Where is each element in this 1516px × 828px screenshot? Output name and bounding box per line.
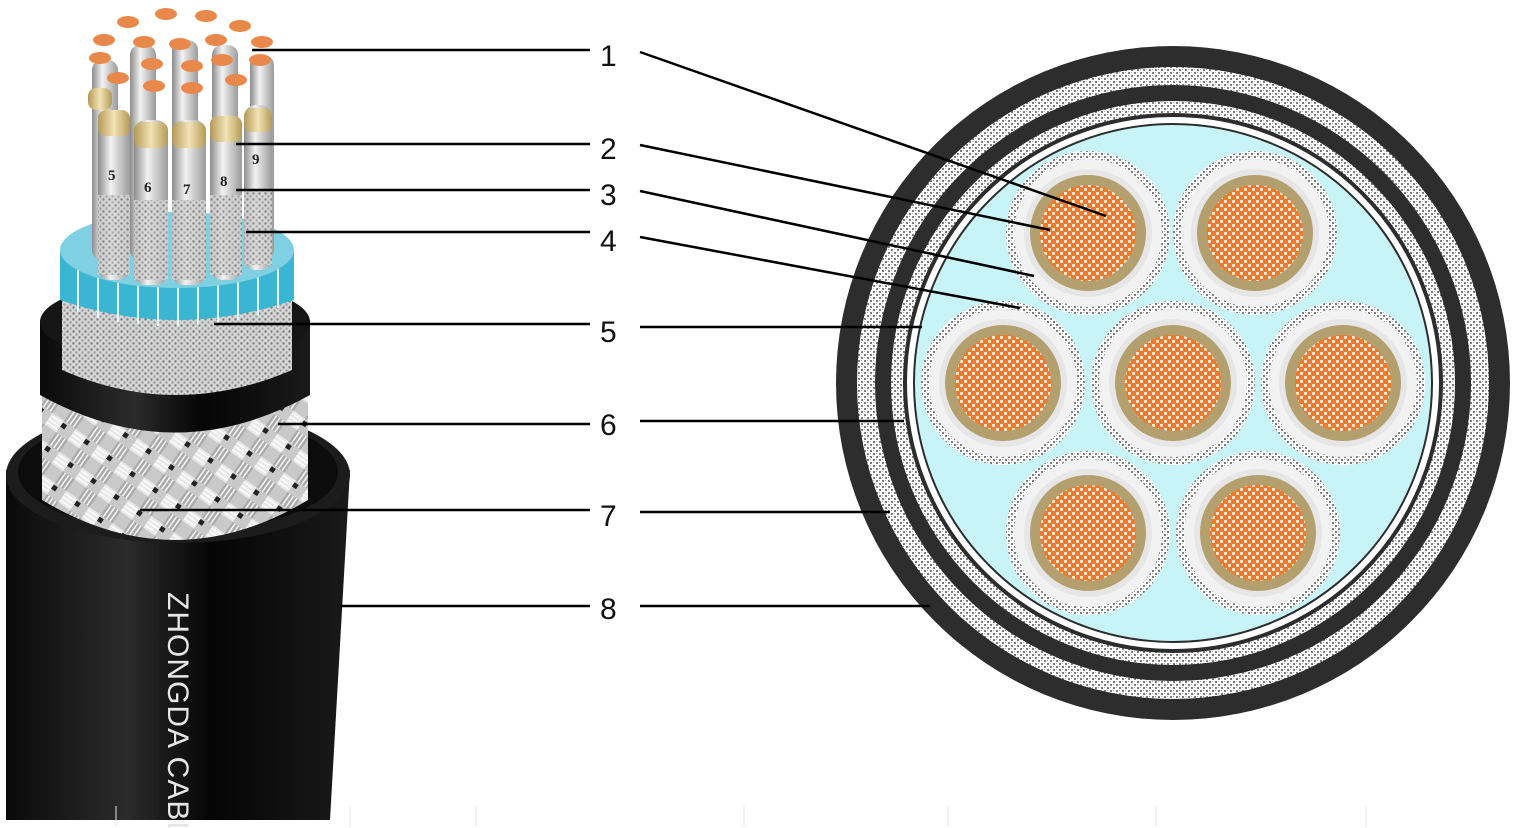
callout-number-5: 5 — [600, 316, 617, 349]
core-number-5: 5 — [108, 168, 116, 184]
cable-3d-view: 5 6 7 8 9 ZHONGDA CABLE — [6, 8, 350, 828]
core-number-8: 8 — [220, 174, 228, 190]
leader-right-2 — [639, 143, 1051, 232]
core-screens-3d — [98, 190, 272, 280]
core-number-6: 6 — [144, 180, 152, 196]
core-5 — [1261, 301, 1425, 465]
callout-number-8: 8 — [600, 593, 617, 626]
callout-numbers: 1 2 3 4 5 6 7 8 — [600, 40, 617, 626]
leader-right-1 — [639, 50, 1107, 218]
core-conductor — [1125, 335, 1221, 431]
leader-right-3 — [639, 189, 1035, 278]
core-conductor — [955, 335, 1051, 431]
bottom-rule — [115, 806, 1367, 826]
core-numbers: 5 6 7 8 9 — [108, 152, 260, 198]
leader-lines — [140, 48, 1107, 608]
callout-number-3: 3 — [600, 179, 617, 212]
callout-number-1: 1 — [600, 40, 617, 73]
cable-cross-section — [836, 46, 1510, 720]
brand-print: ZHONGDA CABLE — [161, 592, 194, 828]
conductor-tips-3d — [89, 8, 273, 94]
callout-number-4: 4 — [600, 225, 617, 258]
callout-number-2: 2 — [600, 133, 617, 166]
core-2 — [1173, 151, 1337, 315]
callout-number-6: 6 — [600, 409, 617, 442]
core-4 — [1091, 301, 1255, 465]
core-bundle-3d: 5 6 7 8 9 — [88, 8, 274, 285]
callout-number-7: 7 — [600, 500, 617, 533]
core-number-9: 9 — [252, 152, 260, 168]
core-conductor — [1040, 485, 1136, 581]
leader-right-4 — [639, 235, 1021, 310]
core-3 — [921, 301, 1085, 465]
core-6 — [1006, 451, 1170, 615]
cores — [921, 151, 1425, 615]
core-1 — [1006, 151, 1170, 315]
core-conductor — [1295, 335, 1391, 431]
core-7 — [1176, 451, 1340, 615]
core-conductor — [1040, 185, 1136, 281]
core-tapes-3d — [88, 88, 272, 148]
core-number-7: 7 — [183, 182, 191, 198]
core-conductor — [1207, 185, 1303, 281]
core-conductor — [1210, 485, 1306, 581]
